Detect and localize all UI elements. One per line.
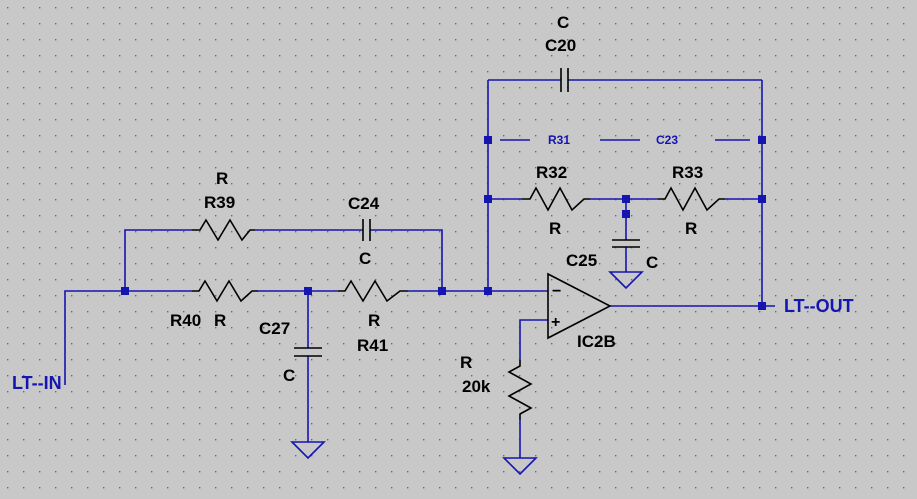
resistor-r33-symbol	[658, 186, 725, 212]
resistor-r39-symbol	[192, 218, 255, 242]
opamp-triangle-icon	[547, 272, 612, 340]
c24-value-label: C	[359, 249, 371, 268]
r32-ref-label: R32	[536, 163, 567, 182]
wire-input	[64, 290, 125, 385]
ground-icon	[290, 441, 326, 460]
opamp-ref-label: IC2B	[577, 332, 616, 351]
junction-dot	[758, 195, 766, 203]
opamp-minus-sign: −	[552, 283, 561, 300]
junction-dot	[438, 287, 446, 295]
r20k-value-label: 20k	[462, 377, 491, 396]
junction-dot	[121, 287, 129, 295]
resistor-r41-symbol	[338, 279, 408, 303]
junction-dot	[484, 195, 492, 203]
junction-dot	[622, 210, 630, 218]
net-label-output: LT--OUT	[784, 296, 854, 316]
r32-value-label: R	[549, 219, 561, 238]
c25-value-label: C	[646, 253, 658, 272]
wires	[64, 79, 775, 458]
ground-icon	[502, 457, 538, 476]
r40-value-label: R	[214, 311, 226, 330]
ground-icon	[608, 271, 644, 290]
net-label-input: LT--IN	[12, 373, 62, 393]
resistors	[192, 186, 725, 420]
resistor-r40-symbol	[192, 279, 258, 303]
c25-ref-label: C25	[566, 251, 597, 270]
c27-value-label: C	[283, 366, 295, 385]
resistor-r32-symbol	[522, 186, 590, 212]
wire-plus-input	[519, 319, 548, 360]
r33-value-label: R	[685, 219, 697, 238]
capacitors	[294, 68, 640, 357]
component-labels: R R39 C24 C R40 R R R41 C27 C C C20 R32 …	[170, 13, 703, 396]
c27-ref-label: C27	[259, 319, 290, 338]
c24-ref-label: C24	[348, 194, 380, 213]
junction-dot	[484, 287, 492, 295]
c23-note-label: C23	[656, 133, 678, 147]
r41-value-label: R	[368, 311, 380, 330]
junction-dot	[758, 136, 766, 144]
opamp-ic2b: − + IC2B	[547, 272, 616, 351]
junction-dot	[304, 287, 312, 295]
r41-ref-label: R41	[357, 336, 388, 355]
junctions	[121, 136, 766, 310]
junction-dot	[758, 302, 766, 310]
c20-value-label: C	[557, 13, 569, 32]
r20k-ref-label: R	[460, 353, 472, 372]
wire-c24-right	[370, 229, 443, 291]
grounds	[290, 271, 644, 476]
r39-value-label: R	[216, 169, 228, 188]
junction-dot	[484, 136, 492, 144]
resistor-r20k-symbol	[507, 360, 533, 420]
r39-ref-label: R39	[204, 193, 235, 212]
opamp-plus-sign: +	[551, 314, 560, 331]
r33-ref-label: R33	[672, 163, 703, 182]
c20-ref-label: C20	[545, 36, 576, 55]
r31-note-label: R31	[548, 133, 570, 147]
junction-dot	[622, 195, 630, 203]
net-labels: LT--IN LT--OUT	[12, 296, 854, 393]
r40-ref-label: R40	[170, 311, 201, 330]
wire-r39-left	[124, 229, 192, 291]
